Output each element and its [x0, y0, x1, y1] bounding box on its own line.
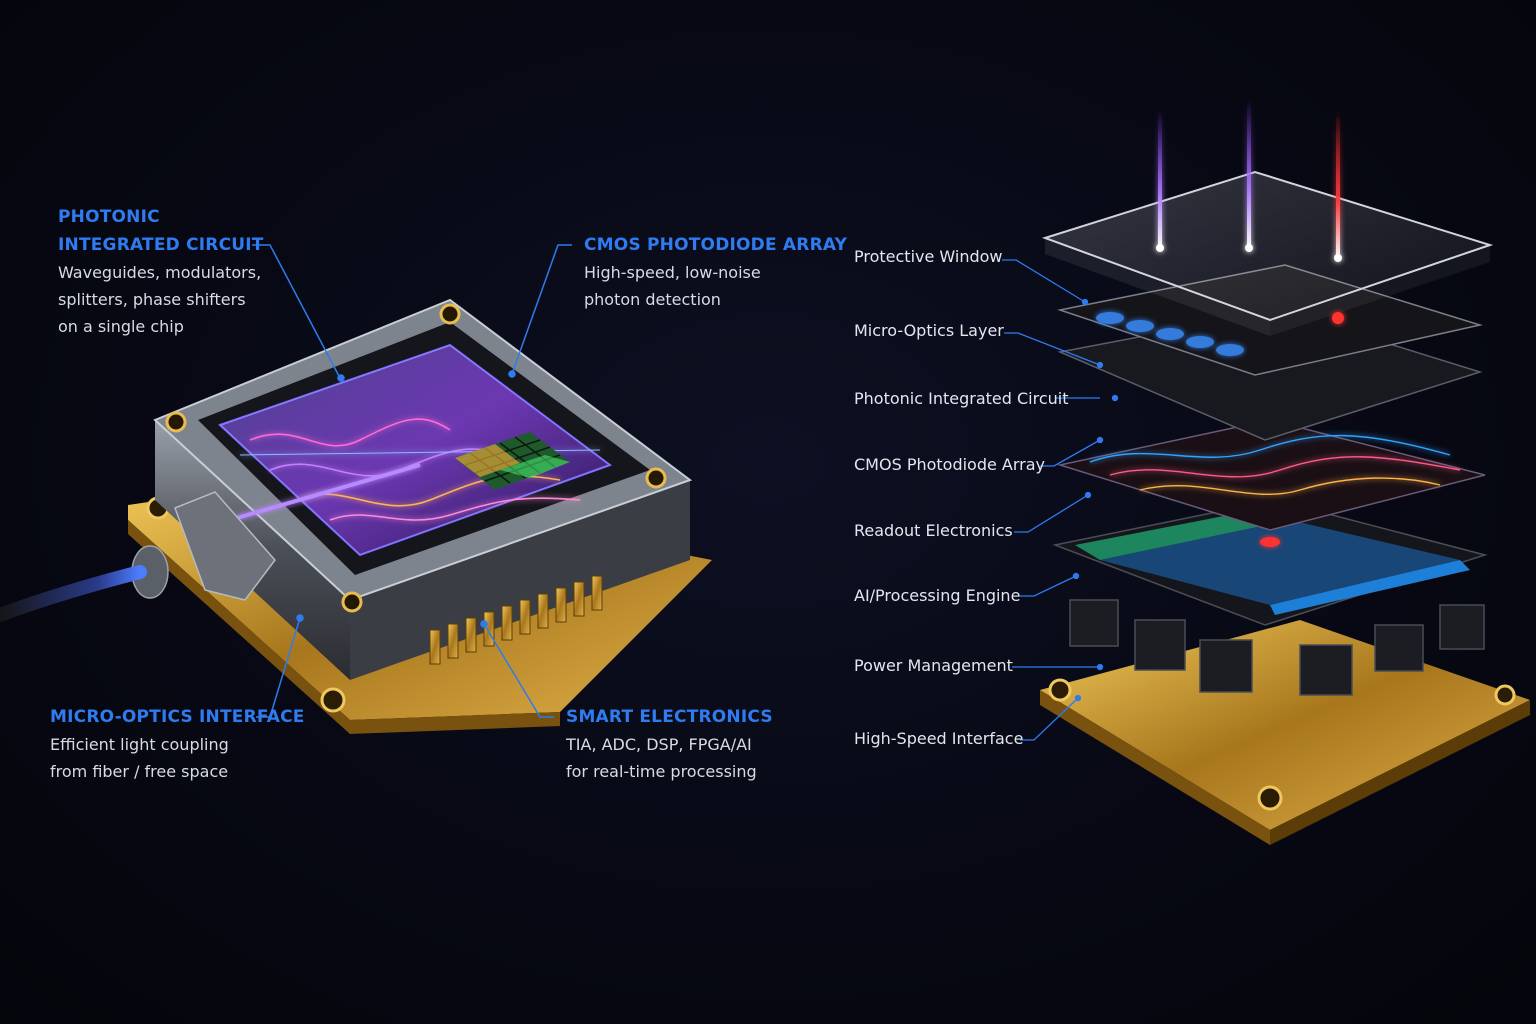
callout-title: MICRO-OPTICS INTERFACE [50, 707, 305, 727]
callout-desc: for real-time processing [566, 762, 757, 781]
stack-leader-lines [1002, 259, 1119, 741]
callout-smart-electronics: SMART ELECTRONICS TIA, ADC, DSP, FPGA/AI… [566, 703, 773, 785]
light-beams [1156, 100, 1344, 324]
cmos-layer [1057, 419, 1486, 531]
exploded-stack [1040, 100, 1530, 845]
detector-pixel-grid [455, 432, 570, 490]
light-beam [229, 463, 421, 522]
frame-screw [439, 303, 461, 325]
mount-hole [320, 687, 346, 713]
frame-screw [165, 411, 187, 433]
callout-desc: TIA, ADC, DSP, FPGA/AI [566, 735, 752, 754]
callout-title: SMART ELECTRONICS [566, 707, 773, 727]
callout-desc: photon detection [584, 290, 721, 309]
callout-desc: High-speed, low-noise [584, 263, 761, 282]
callout-photonic-integrated-circuit: PHOTONIC INTEGRATED CIRCUIT Waveguides, … [58, 203, 264, 340]
stack-label-photonic-integrated-circuit: Photonic Integrated Circuit [854, 389, 1069, 408]
stack-label-power-management: Power Management [854, 656, 1013, 675]
fiber-connector [174, 491, 276, 601]
callout-micro-optics-interface: MICRO-OPTICS INTERFACE Efficient light c… [50, 703, 305, 785]
frame-screw [645, 467, 667, 489]
photonic-module [0, 298, 712, 734]
callout-cmos-photodiode-array: CMOS PHOTODIODE ARRAY High-speed, low-no… [584, 231, 847, 313]
callout-title: PHOTONIC [58, 207, 160, 227]
micro-optics-lenses [1096, 312, 1244, 356]
stack-label-protective-window: Protective Window [854, 247, 1003, 266]
callout-desc: from fiber / free space [50, 762, 229, 781]
connector-pins [429, 575, 603, 665]
callout-desc: splitters, phase shifters [58, 290, 246, 309]
left-leader-lines [252, 244, 572, 718]
callout-title: INTEGRATED CIRCUIT [58, 235, 264, 255]
callout-desc: on a single chip [58, 317, 184, 336]
fiber-cable [0, 565, 147, 622]
stack-label-readout-electronics: Readout Electronics [854, 521, 1013, 540]
stack-label-cmos-photodiode-array: CMOS Photodiode Array [854, 455, 1046, 474]
callout-desc: Waveguides, modulators, [58, 263, 262, 282]
processing-pixels [1075, 508, 1470, 615]
stack-base-board [1040, 620, 1530, 830]
stack-label-ai-processing-engine: AI/Processing Engine [854, 586, 1021, 605]
protective-window [1041, 170, 1494, 322]
callout-desc: Efficient light coupling [50, 735, 229, 754]
callout-title: CMOS PHOTODIODE ARRAY [584, 235, 848, 255]
stack-label-micro-optics-layer: Micro-Optics Layer [854, 321, 1004, 340]
stack-label-high-speed-interface: High-Speed Interface [854, 729, 1024, 748]
cmos-traces [1089, 434, 1461, 496]
frame-screw [341, 591, 363, 613]
power-components [1069, 599, 1485, 696]
